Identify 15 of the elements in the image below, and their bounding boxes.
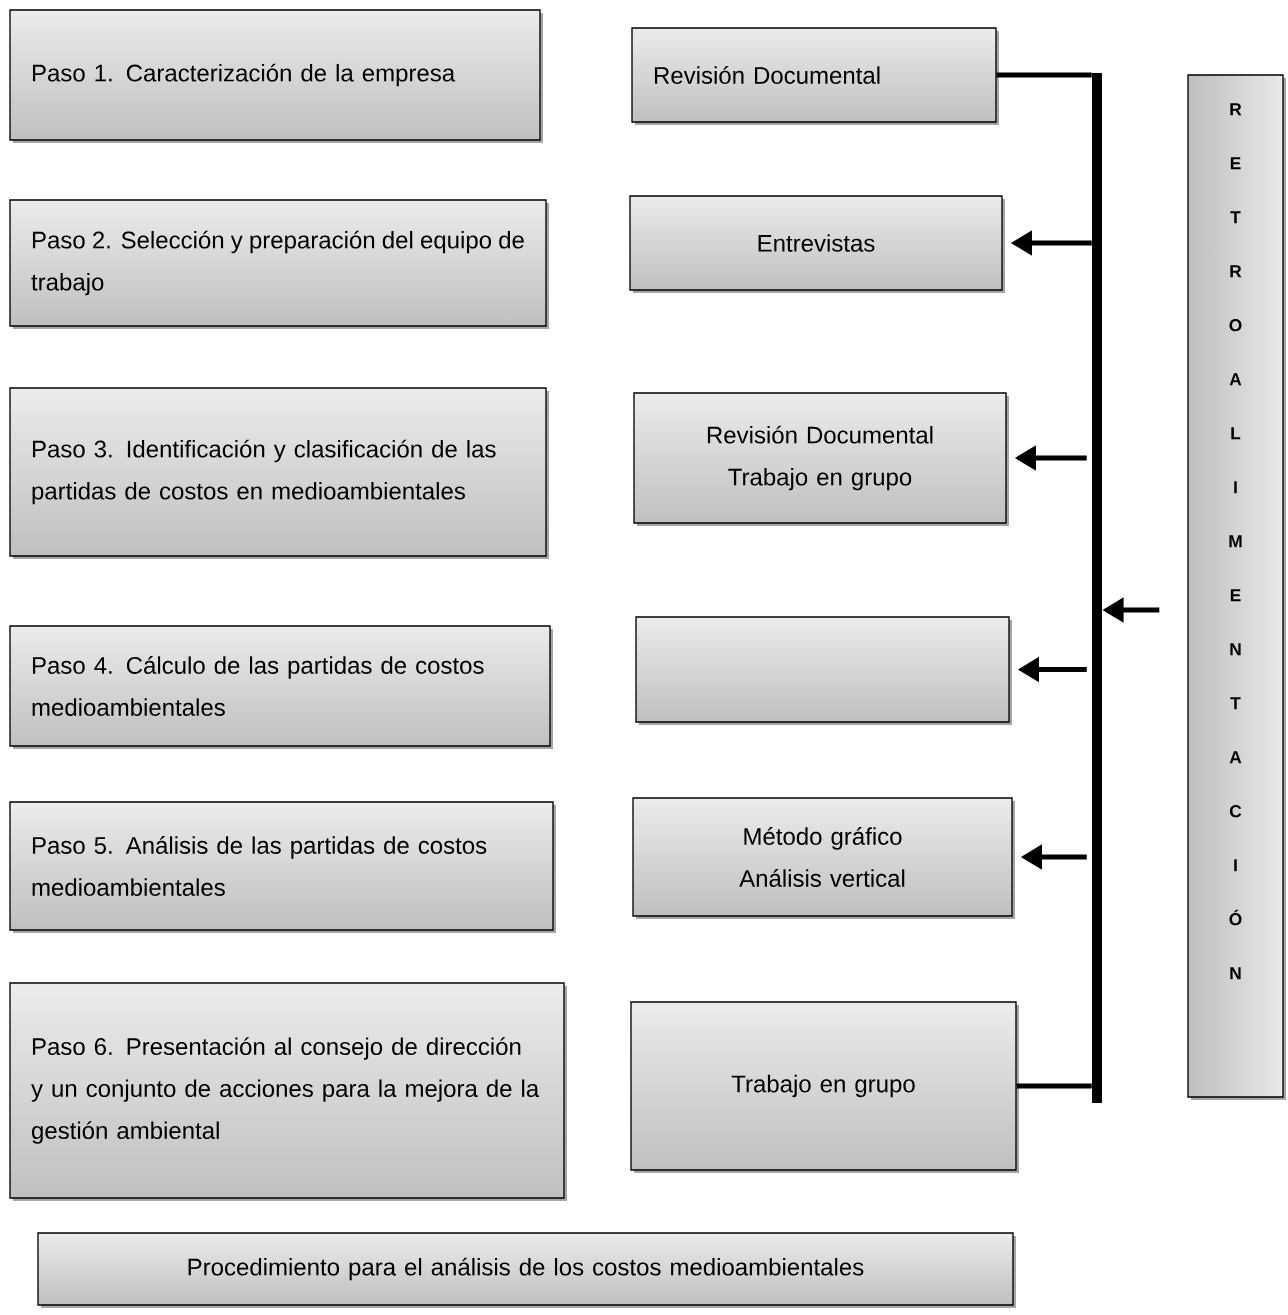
step-box: Paso 5. Análisis de las partidas de costos medioambientales [9,801,556,933]
method-box: Trabajo en grupo [630,1001,1019,1173]
method-box: Revisión Documental Trabajo en grupo [633,392,1009,526]
title-box: Procedimiento para el análisis de los costos medioambientales [37,1232,1016,1308]
vertical-text-box: R E T R O A L I M E N T A C I Ó N [1187,74,1286,1100]
step-box: Paso 6. Presentación al consejo de dirección y un conjunto de acciones para la mejora de la gestión ambiental [9,982,567,1201]
method-box: Entrevistas [629,195,1005,293]
vertical-bar [1092,73,1102,1103]
step-box: Paso 3. Identificación y clasificación de las partidas de costos en medioambientales [9,387,549,559]
method-box: Revisión Documental [631,27,999,125]
step-box: Paso 4. Cálculo de las partidas de costos medioambientales [9,625,553,749]
step-box: Paso 1. Caracterización de la empresa [9,9,543,143]
method-box [635,616,1012,725]
step-box: Paso 2. Selección y preparación del equipo de trabajo [9,199,549,329]
method-box: Método gráfico Análisis vertical [632,797,1015,919]
